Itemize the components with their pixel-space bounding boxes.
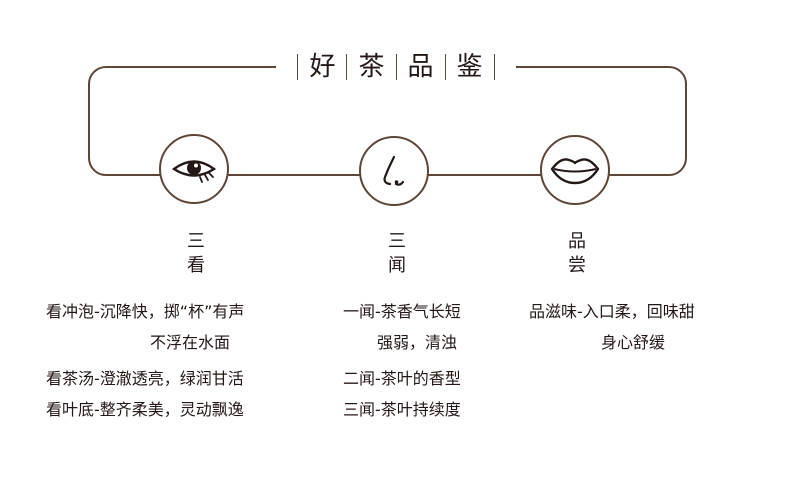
title-divider <box>346 54 348 80</box>
desc-line: 不浮在水面 <box>150 333 231 352</box>
title-char: 鉴 <box>456 52 483 82</box>
desc-line: 三闻-茶叶持续度 <box>343 400 461 419</box>
label-char: 闻 <box>388 255 406 276</box>
desc-line: 品滋味-入口柔，回味甜 <box>529 302 695 321</box>
desc-line: 二闻-茶叶的香型 <box>343 369 461 388</box>
lips-icon <box>550 158 600 185</box>
lips-circle <box>540 135 610 205</box>
title-char: 品 <box>407 52 434 82</box>
nose-circle <box>359 136 429 206</box>
label-look: 三 看 <box>176 230 216 278</box>
eye-circle <box>159 134 229 204</box>
title-divider <box>444 54 446 80</box>
desc-line: 看叶底-整齐柔美，灵动飘逸 <box>46 400 244 419</box>
label-char: 三 <box>388 231 406 252</box>
title-char: 茶 <box>358 52 385 82</box>
label-taste: 品 尝 <box>557 230 597 278</box>
label-char: 看 <box>187 255 205 276</box>
nose-icon <box>383 155 405 186</box>
desc-line: 看冲泡-沉降快，掷“杯”有声 <box>46 302 245 321</box>
desc-line: 身心舒缓 <box>601 333 666 352</box>
label-char: 尝 <box>568 255 586 276</box>
label-smell: 三 闻 <box>377 230 417 278</box>
title-banner: 好 茶 品 鉴 <box>276 50 516 84</box>
eye-icon <box>171 160 217 183</box>
desc-line: 强弱，清浊 <box>377 333 458 352</box>
label-char: 品 <box>568 231 586 252</box>
desc-line: 一闻-茶香气长短 <box>343 302 461 321</box>
title-divider <box>493 54 495 80</box>
title-divider <box>297 54 299 80</box>
desc-line: 看茶汤-澄澈透亮，绿润甘活 <box>46 369 244 388</box>
title-char: 好 <box>309 52 336 82</box>
label-char: 三 <box>187 231 205 252</box>
title-divider <box>395 54 397 80</box>
